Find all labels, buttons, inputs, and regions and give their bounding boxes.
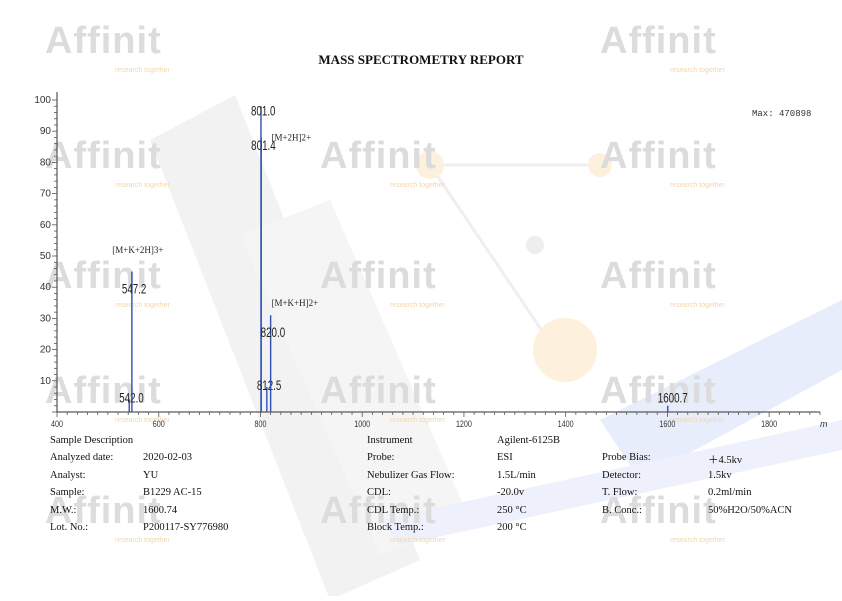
field-value: YU <box>143 469 159 481</box>
field-label: Detector: <box>602 469 642 481</box>
instrument-model: Agilent-6125B <box>497 435 560 446</box>
x-tick-label: 400 <box>51 419 63 429</box>
field-value: 200 °C <box>497 522 527 533</box>
ion-annotation: [M+K+2H]3+ <box>112 245 163 255</box>
watermark-tagline: research together <box>390 537 445 544</box>
field-label: T. Flow: <box>602 487 638 498</box>
peak-label: 547.2 <box>122 281 147 297</box>
y-tick-label: 40 <box>40 282 52 293</box>
ion-annotation: [M+2H]2+ <box>271 133 311 143</box>
y-tick-label: 60 <box>40 220 52 231</box>
mass-spectrum-chart: 400 600 800 1000 1200 1400 1600 1800 m 10 20 30 40 50… <box>34 92 828 429</box>
field-label: Block Temp.: <box>367 522 424 533</box>
y-tick-label: 20 <box>40 345 52 356</box>
field-label: Lot. No.: <box>50 522 89 533</box>
x-tick-label: 1200 <box>456 419 472 429</box>
y-tick-label: 100 <box>34 95 51 106</box>
sample-heading: Sample Description <box>50 435 134 446</box>
y-tick-label: 90 <box>40 126 52 137</box>
field-value: 0.2ml/min <box>708 487 752 498</box>
peak-label: 801.0 <box>251 103 276 119</box>
field-value: ＋4.5kv <box>708 455 743 466</box>
peak-label: 820.0 <box>261 324 286 340</box>
x-tick-label: 1000 <box>354 419 370 429</box>
field-value: 50%H2O/50%ACN <box>708 504 792 516</box>
report-title: MASS SPECTROMETRY REPORT <box>318 52 524 67</box>
field-label: Probe Bias: <box>602 452 651 463</box>
field-value: 2020-02-03 <box>143 452 192 463</box>
y-tick-label: 50 <box>40 251 52 262</box>
max-intensity-label: Max: 470898 <box>752 109 811 119</box>
field-label: Probe: <box>367 452 395 463</box>
y-tick-label: 30 <box>40 313 52 324</box>
field-label: Sample: <box>50 487 85 498</box>
field-label: Analyzed date: <box>50 452 114 463</box>
instrument-heading: Instrument <box>367 435 413 446</box>
watermark-tagline: research together <box>115 537 170 544</box>
peak-label: 1600.7 <box>658 390 688 406</box>
y-tick-label: 10 <box>40 376 52 387</box>
peak-label: 812.5 <box>257 377 282 393</box>
field-label: Nebulizer Gas Flow: <box>367 469 455 481</box>
x-tick-label: 600 <box>153 419 165 429</box>
x-tick-label: 1800 <box>761 419 777 429</box>
field-value: 1600.74 <box>143 504 178 516</box>
field-value: 1.5L/min <box>497 469 536 481</box>
peak-label: 801.4 <box>251 137 276 153</box>
x-unit-label: m <box>820 419 828 429</box>
y-tick-label: 80 <box>40 157 52 168</box>
field-value: ESI <box>497 452 513 463</box>
y-tick-label: 70 <box>40 189 52 200</box>
field-label: CDL Temp.: <box>367 504 420 516</box>
field-label: B. Conc.: <box>602 504 642 516</box>
field-label: M.W.: <box>50 504 77 516</box>
field-label: CDL: <box>367 487 391 498</box>
field-value: 1.5kv <box>708 469 732 481</box>
field-value: B1229 AC-15 <box>143 487 202 498</box>
field-value: -20.0v <box>497 487 525 498</box>
x-tick-label: 800 <box>254 419 266 429</box>
field-value: 250 °C <box>497 504 527 516</box>
field-value: P200117-SY776980 <box>143 522 229 533</box>
field-label: Analyst: <box>50 469 86 481</box>
x-tick-label: 1400 <box>558 419 574 429</box>
ion-annotation: [M+K+H]2+ <box>271 298 318 308</box>
watermark-tagline: research together <box>670 537 725 544</box>
x-tick-label: 1600 <box>659 419 675 429</box>
